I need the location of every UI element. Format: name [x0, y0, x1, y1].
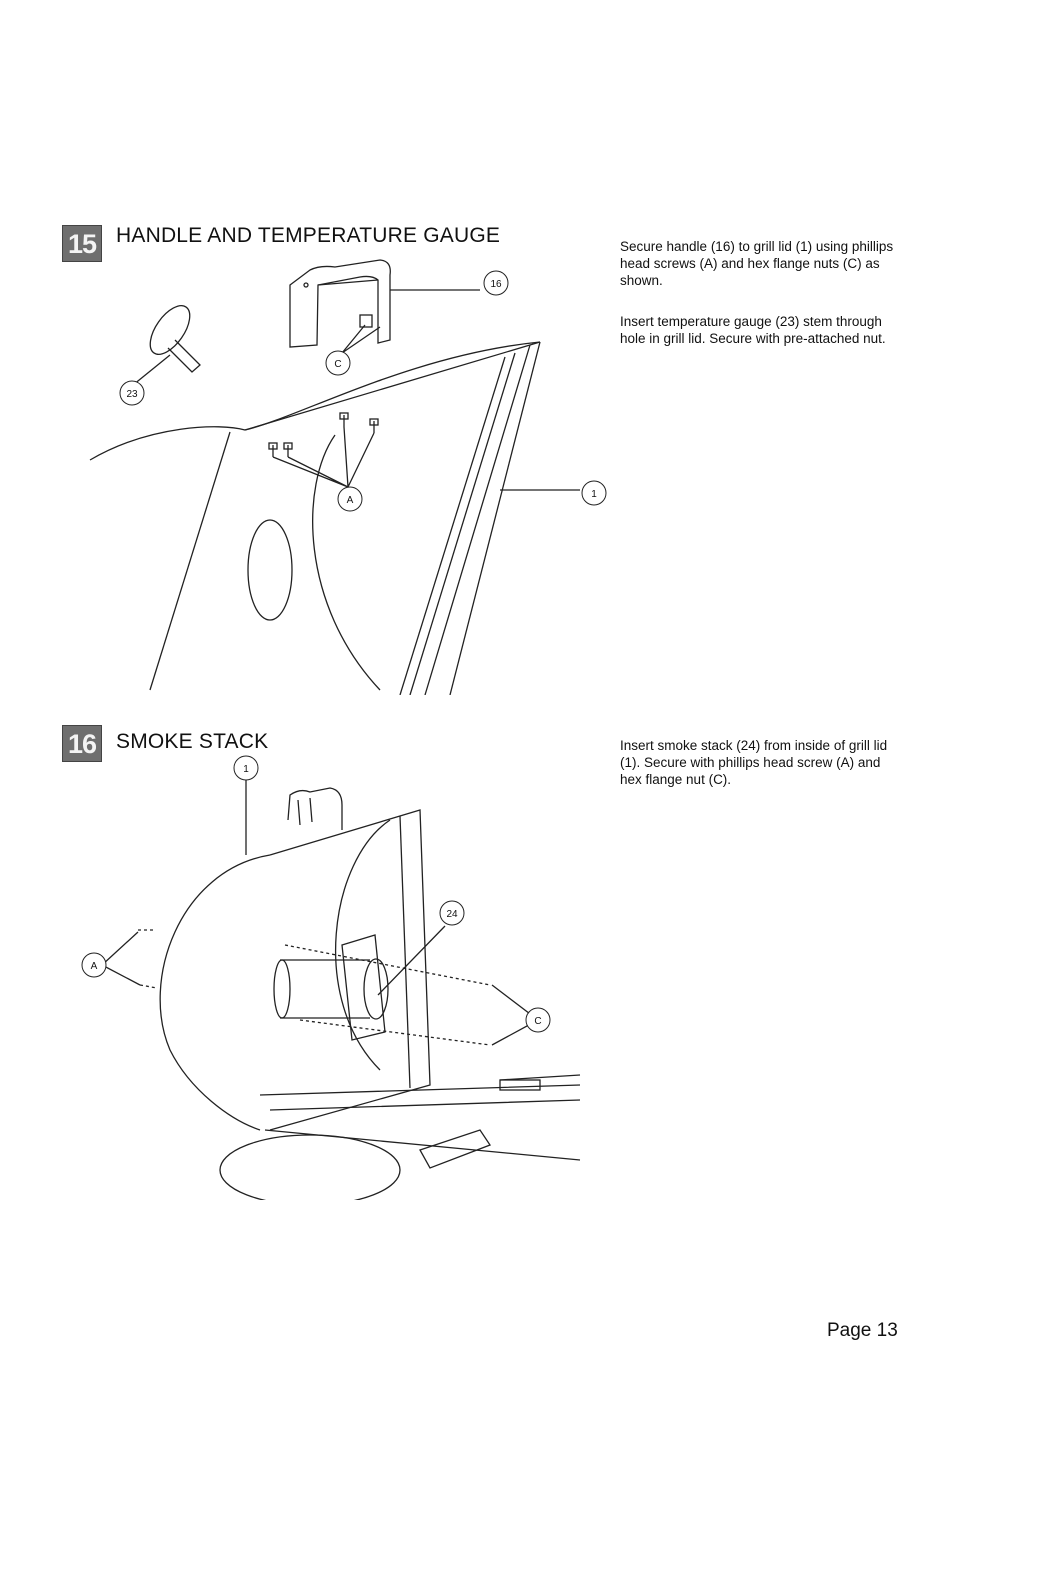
callout-label: 23	[126, 389, 138, 400]
smoke-stack-diagram: 1 24 A C	[81, 755, 581, 1200]
step-title: HANDLE AND TEMPERATURE GAUGE	[116, 224, 501, 247]
page-number: Page 13	[827, 1320, 898, 1341]
step-title: SMOKE STACK	[116, 730, 269, 753]
callout-label: 1	[243, 764, 249, 775]
instruction-paragraph: Secure handle (16) to grill lid (1) usin…	[620, 239, 894, 288]
callout-label: 1	[591, 489, 597, 500]
handle-part	[287, 787, 343, 830]
callout-label: A	[347, 495, 354, 506]
grill-lid-outline	[89, 341, 541, 461]
temperature-gauge	[149, 305, 191, 355]
callout-label: A	[91, 961, 98, 972]
step-number-badge: 16	[62, 725, 102, 762]
instruction-paragraph: Insert temperature gauge (23) stem throu…	[620, 314, 886, 346]
handle-gauge-diagram: 16 C 23 A 1	[89, 259, 607, 695]
instruction-paragraph: Insert smoke stack (24) from inside of g…	[620, 738, 888, 787]
handle-part	[289, 259, 391, 348]
grill-lid-outline	[159, 854, 271, 1131]
callout-label: 16	[490, 279, 502, 290]
gauge-hole	[247, 519, 293, 621]
smoke-stack-part	[280, 959, 370, 1019]
callout-label: 24	[446, 909, 458, 920]
step-number-badge: 15	[62, 225, 102, 262]
callout-label: C	[334, 359, 341, 370]
callout-label: C	[534, 1016, 541, 1027]
